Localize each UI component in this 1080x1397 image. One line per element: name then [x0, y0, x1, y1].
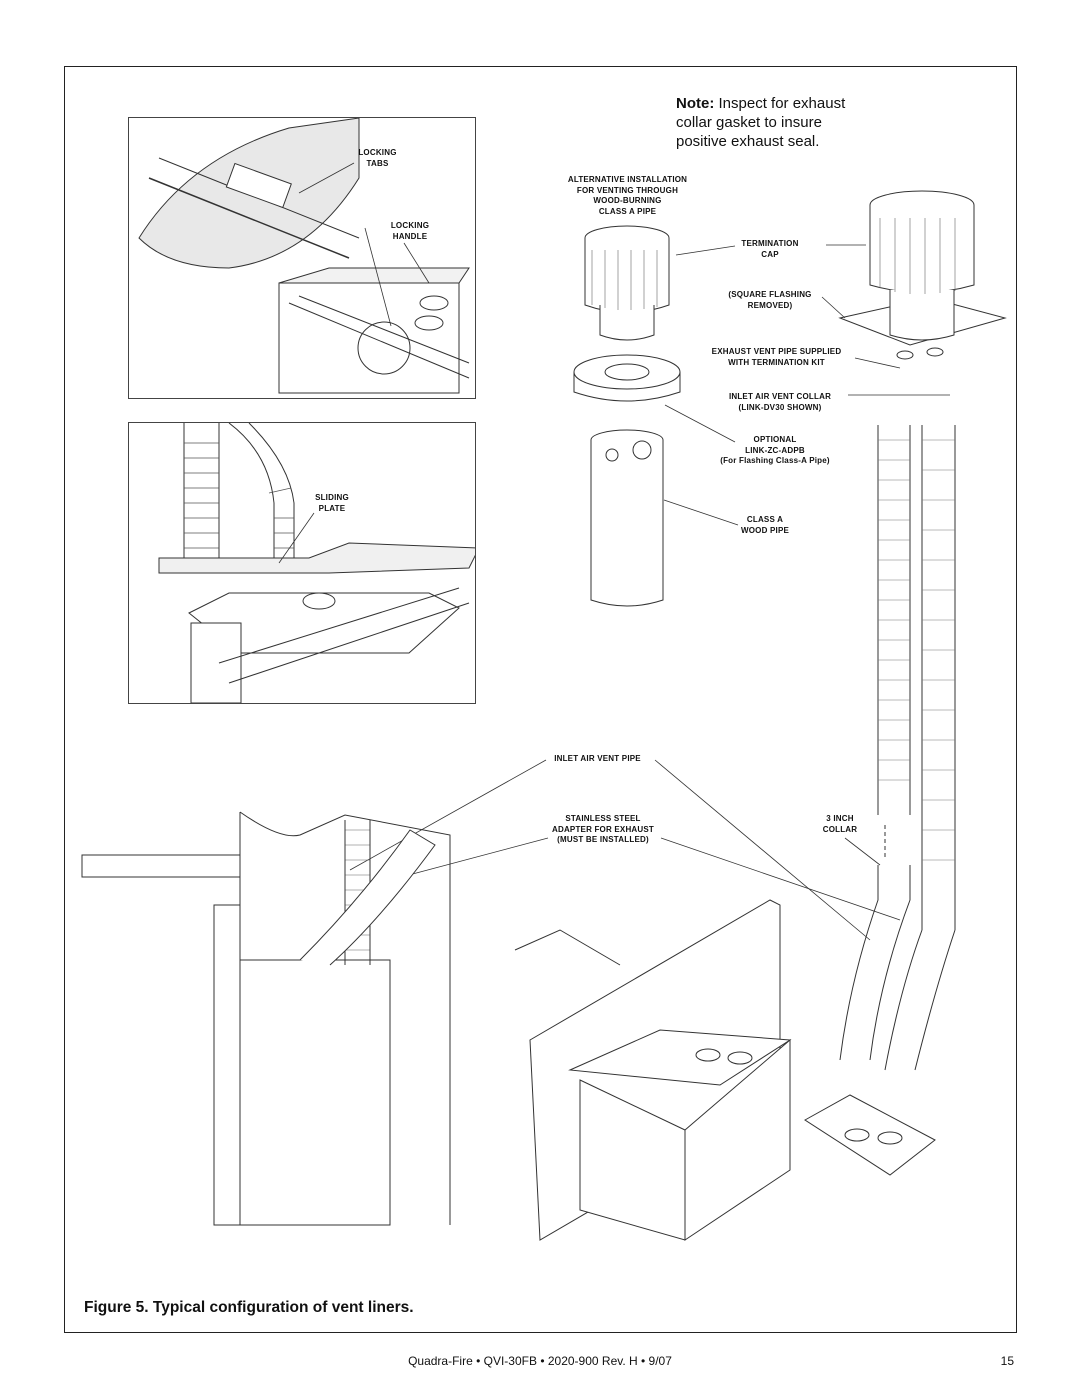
label-inlet-air-collar: INLET AIR VENT COLLAR(LINK-DV30 SHOWN) [728, 392, 832, 412]
label-inlet-air-vent-pipe: INLET AIR VENT PIPE [554, 754, 641, 763]
note-line-3: positive exhaust seal. [676, 133, 820, 150]
figure-caption: Figure 5. Typical configuration of vent … [84, 1299, 414, 1316]
note-line-2: collar gasket to insure [676, 114, 822, 131]
footer-text: Quadra-Fire • QVI-30FB • 2020-900 Rev. H… [408, 1354, 672, 1368]
locking-detail-drawing [138, 118, 470, 394]
figure-frame [64, 66, 1017, 1333]
sliding-plate-panel [128, 422, 476, 704]
note-bold: Note: [676, 95, 715, 112]
page-number: 15 [1000, 1354, 1014, 1368]
locking-detail-panel [128, 117, 476, 399]
note-line-1: Inspect for exhaust [718, 95, 846, 112]
sliding-plate-drawing [158, 423, 475, 703]
exhaust-note: Note: Inspect for exhaust collar gasket … [676, 94, 845, 151]
